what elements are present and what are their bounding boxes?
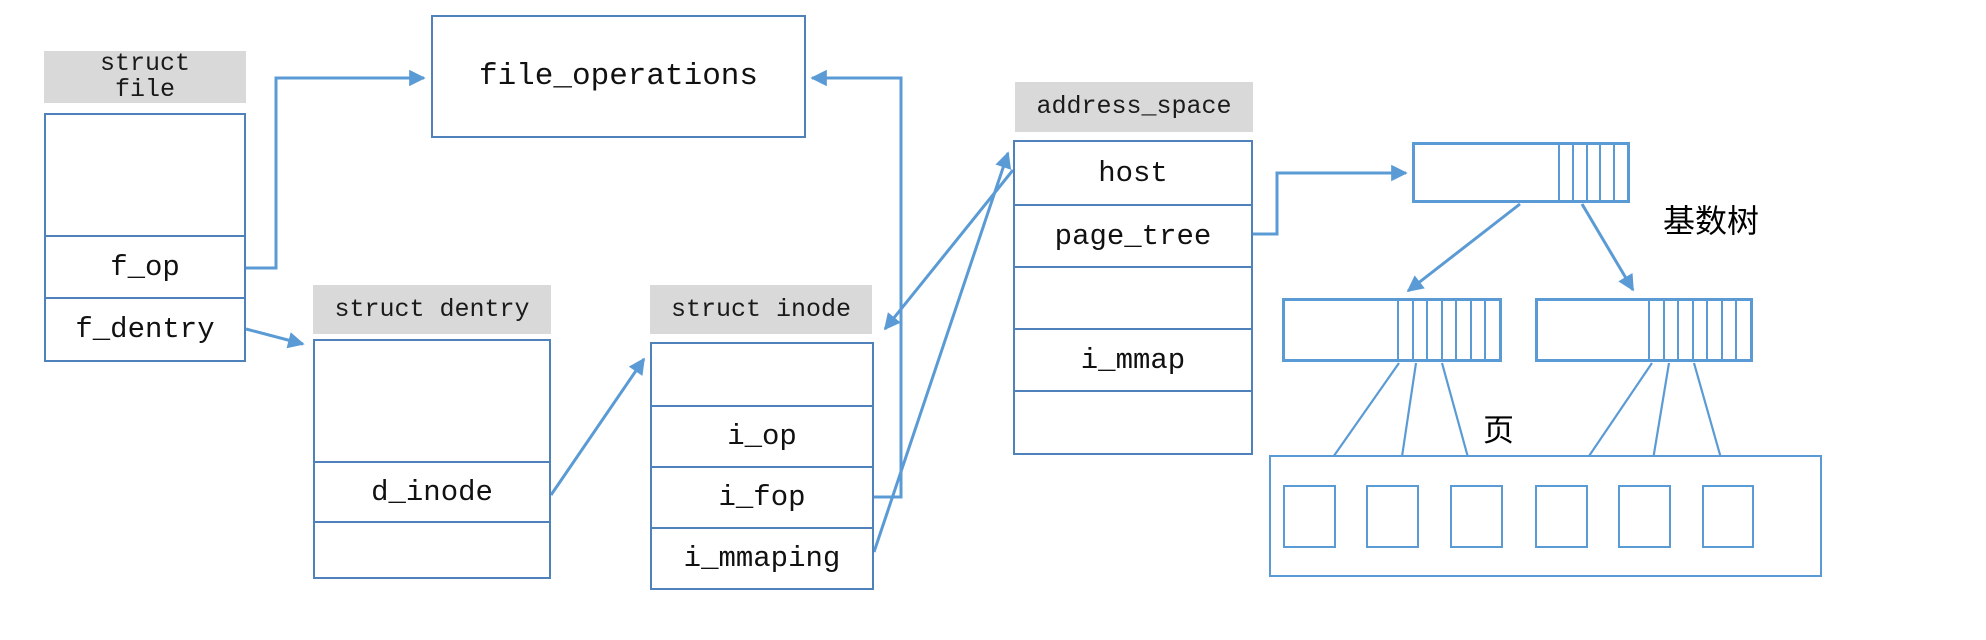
struct-inode-row-empty bbox=[652, 344, 872, 405]
page-box-2 bbox=[1366, 485, 1419, 548]
radix-left-child-pointer-area bbox=[1285, 301, 1397, 359]
radix-left-child-slot bbox=[1397, 301, 1412, 359]
struct-inode-label: struct inode bbox=[650, 285, 872, 334]
radix-left-child-slot bbox=[1484, 301, 1499, 359]
arrow-root-to-left-child bbox=[1406, 202, 1521, 293]
radix-right-child-slot bbox=[1720, 301, 1736, 359]
page-box-5 bbox=[1618, 485, 1671, 548]
struct-dentry-box: d_inode bbox=[313, 339, 551, 579]
file-operations-box: file_operations bbox=[431, 15, 806, 138]
radix-root-pointer-area bbox=[1415, 145, 1558, 200]
arrow-f-op-to-file-operations bbox=[246, 69, 426, 270]
radix-tree-caption: 基数树 bbox=[1663, 202, 1760, 240]
arrow-d-inode-to-inode bbox=[549, 357, 646, 496]
radix-left-child-node bbox=[1282, 298, 1502, 362]
radix-root-slot bbox=[1599, 145, 1613, 200]
struct-inode-row-i-op: i_op bbox=[652, 405, 872, 466]
struct-file-row-f-op: f_op bbox=[46, 235, 244, 297]
struct-file-row-empty bbox=[46, 115, 244, 235]
struct-inode-box: i_op i_fop i_mmaping bbox=[650, 342, 874, 590]
page-box-1 bbox=[1283, 485, 1336, 548]
radix-right-child-slot bbox=[1691, 301, 1707, 359]
page-box-3 bbox=[1450, 485, 1503, 548]
radix-right-child-slot bbox=[1677, 301, 1692, 359]
radix-right-child-slot bbox=[1735, 301, 1750, 359]
radix-right-child-pointer-area bbox=[1538, 301, 1648, 359]
radix-root-slot bbox=[1571, 145, 1586, 200]
radix-left-child-slot bbox=[1426, 301, 1441, 359]
address-space-row-page-tree: page_tree bbox=[1015, 204, 1251, 266]
arrow-page-tree-to-radix-root bbox=[1253, 164, 1408, 236]
struct-inode-label-text: struct inode bbox=[670, 294, 852, 324]
pages-caption: 页 bbox=[1483, 413, 1514, 449]
radix-root-slot bbox=[1613, 145, 1627, 200]
radix-left-child-slot bbox=[1469, 301, 1485, 359]
struct-file-row-f-dentry: f_dentry bbox=[46, 297, 244, 359]
radix-right-child-slot bbox=[1662, 301, 1678, 359]
struct-file-label-line1: struct bbox=[99, 49, 190, 78]
address-space-label: address_space bbox=[1015, 82, 1253, 132]
radix-root-node bbox=[1412, 142, 1630, 203]
radix-left-child-slot bbox=[1411, 301, 1427, 359]
radix-root-slot bbox=[1558, 145, 1572, 200]
struct-file-box: f_op f_dentry bbox=[44, 113, 246, 362]
struct-file-label-line2: file bbox=[114, 75, 175, 104]
page-box-6 bbox=[1702, 485, 1754, 548]
radix-right-child-slot bbox=[1648, 301, 1663, 359]
struct-inode-row-i-fop: i_fop bbox=[652, 466, 872, 527]
address-space-row-host: host bbox=[1098, 156, 1168, 190]
struct-dentry-row-empty2 bbox=[315, 521, 549, 576]
struct-dentry-row-d-inode: d_inode bbox=[315, 461, 549, 521]
radix-right-child-slot bbox=[1706, 301, 1721, 359]
struct-file-label: struct file bbox=[44, 51, 246, 103]
struct-dentry-label-text: struct dentry bbox=[334, 294, 530, 324]
arrow-i-mmaping-to-address-space bbox=[872, 151, 1012, 553]
arrow-root-to-right-child bbox=[1580, 203, 1635, 292]
address-space-row-empty2 bbox=[1015, 390, 1251, 452]
arrow-f-dentry-to-dentry bbox=[245, 327, 305, 349]
address-space-row-empty bbox=[1015, 266, 1251, 328]
arrow-host-to-inode bbox=[883, 169, 1015, 331]
address-space-row-i-mmap: i_mmap bbox=[1015, 328, 1251, 390]
radix-left-child-slot bbox=[1440, 301, 1456, 359]
struct-dentry-label: struct dentry bbox=[313, 285, 551, 334]
address-space-label-text: address_space bbox=[1036, 92, 1232, 121]
file-operations-title: file_operations bbox=[478, 59, 759, 94]
radix-right-child-node bbox=[1535, 298, 1753, 362]
radix-root-slot bbox=[1585, 145, 1600, 200]
struct-inode-row-i-mmaping: i_mmaping bbox=[652, 527, 872, 587]
address-space-box: host page_tree i_mmap bbox=[1013, 140, 1253, 455]
struct-dentry-row-empty bbox=[315, 341, 549, 461]
radix-left-child-slot bbox=[1455, 301, 1470, 359]
page-box-4 bbox=[1535, 485, 1588, 548]
